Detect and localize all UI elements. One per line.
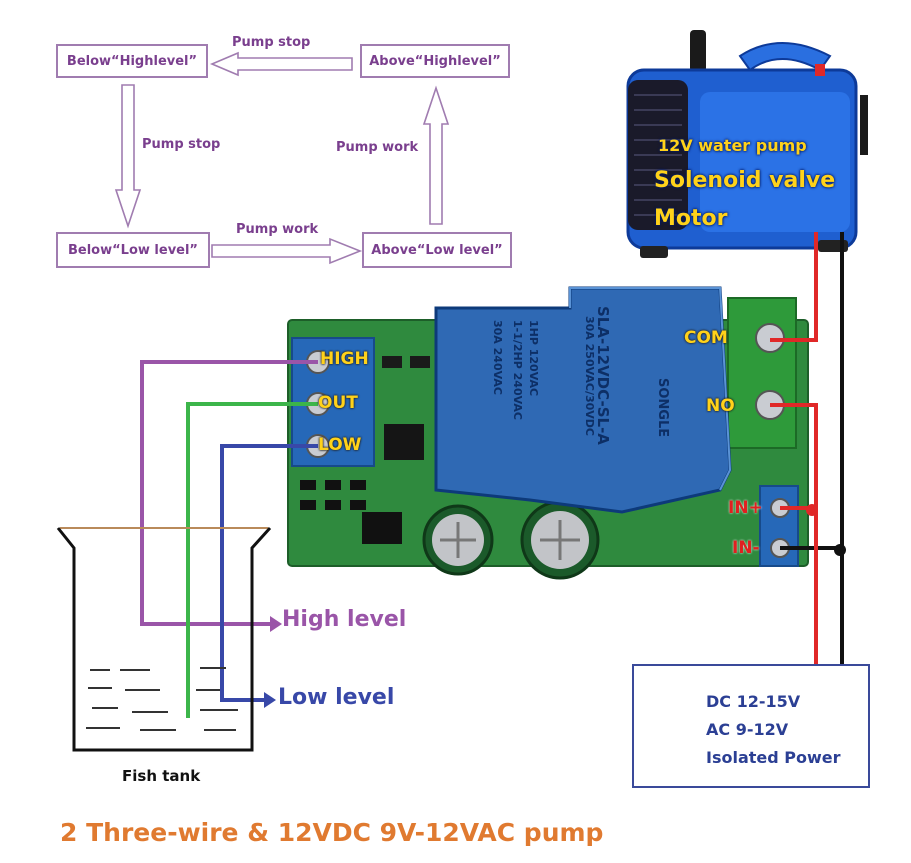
water-pump <box>626 30 868 258</box>
power-line-3: Isolated Power <box>706 748 841 767</box>
state-below-low-label: Below“Low level” <box>68 242 198 258</box>
transition-bottom-label: Pump work <box>236 222 319 237</box>
terminal-out-label: OUT <box>318 393 358 413</box>
state-below-low: Below“Low level” <box>56 232 210 268</box>
power-supply-box: DC 12-15V AC 9-12V Isolated Power <box>632 664 870 788</box>
relay-rating-4: 30A 240VAC <box>491 320 504 395</box>
terminal-in-minus-label: IN- <box>732 538 760 558</box>
relay-brand-text: SONGLE <box>655 378 670 438</box>
flow-arrow-bottom <box>211 237 363 265</box>
state-above-high-label: Above“Highlevel” <box>369 53 501 69</box>
relay-model-text: SLA-12VDC-SL-A <box>594 306 612 445</box>
state-above-low-label: Above“Low level” <box>371 242 503 258</box>
relay-rating-1: 30A 250VAC/30VDC <box>583 316 596 437</box>
low-level-label: Low level <box>278 685 395 710</box>
relay <box>434 286 732 514</box>
transition-left-label: Pump stop <box>142 137 221 152</box>
fish-tank-label: Fish tank <box>122 767 201 785</box>
low-level-arrowhead <box>264 692 276 708</box>
high-level-label: High level <box>282 607 407 632</box>
power-line-2: AC 9-12V <box>706 720 789 739</box>
flow-arrow-left <box>114 84 142 229</box>
state-above-low: Above“Low level” <box>362 232 512 268</box>
transition-right-label: Pump work <box>336 140 419 155</box>
pump-label-line1: 12V water pump <box>658 136 807 155</box>
diagram-caption: 2 Three-wire & 12VDC 9V-12VAC pump <box>60 818 604 847</box>
junction-dot-red <box>806 504 818 516</box>
fish-tank <box>56 526 272 752</box>
state-below-high: Below“Highlevel” <box>56 44 208 78</box>
terminal-low-label: LOW <box>318 435 362 455</box>
terminal-com-label: COM <box>684 328 728 348</box>
pump-label-line3: Motor <box>654 206 728 231</box>
relay-rating-3: 1-1/2HP 240VAC <box>511 320 524 420</box>
state-below-high-label: Below“Highlevel” <box>66 53 198 69</box>
pump-label-line2: Solenoid valve <box>654 168 836 193</box>
terminal-no-label: NO <box>706 396 735 416</box>
flow-arrow-right <box>422 85 450 225</box>
transition-top-label: Pump stop <box>232 35 311 50</box>
state-above-high: Above“Highlevel” <box>360 44 510 78</box>
terminal-in-plus-label: IN+ <box>728 498 763 518</box>
junction-dot-black <box>834 544 846 556</box>
power-line-1: DC 12-15V <box>706 692 801 711</box>
wires <box>140 232 844 718</box>
relay-rating-2: 1HP 120VAC <box>527 320 540 397</box>
terminal-high-label: HIGH <box>320 349 369 369</box>
flow-arrow-top <box>209 51 353 77</box>
high-level-arrowhead <box>270 616 282 632</box>
